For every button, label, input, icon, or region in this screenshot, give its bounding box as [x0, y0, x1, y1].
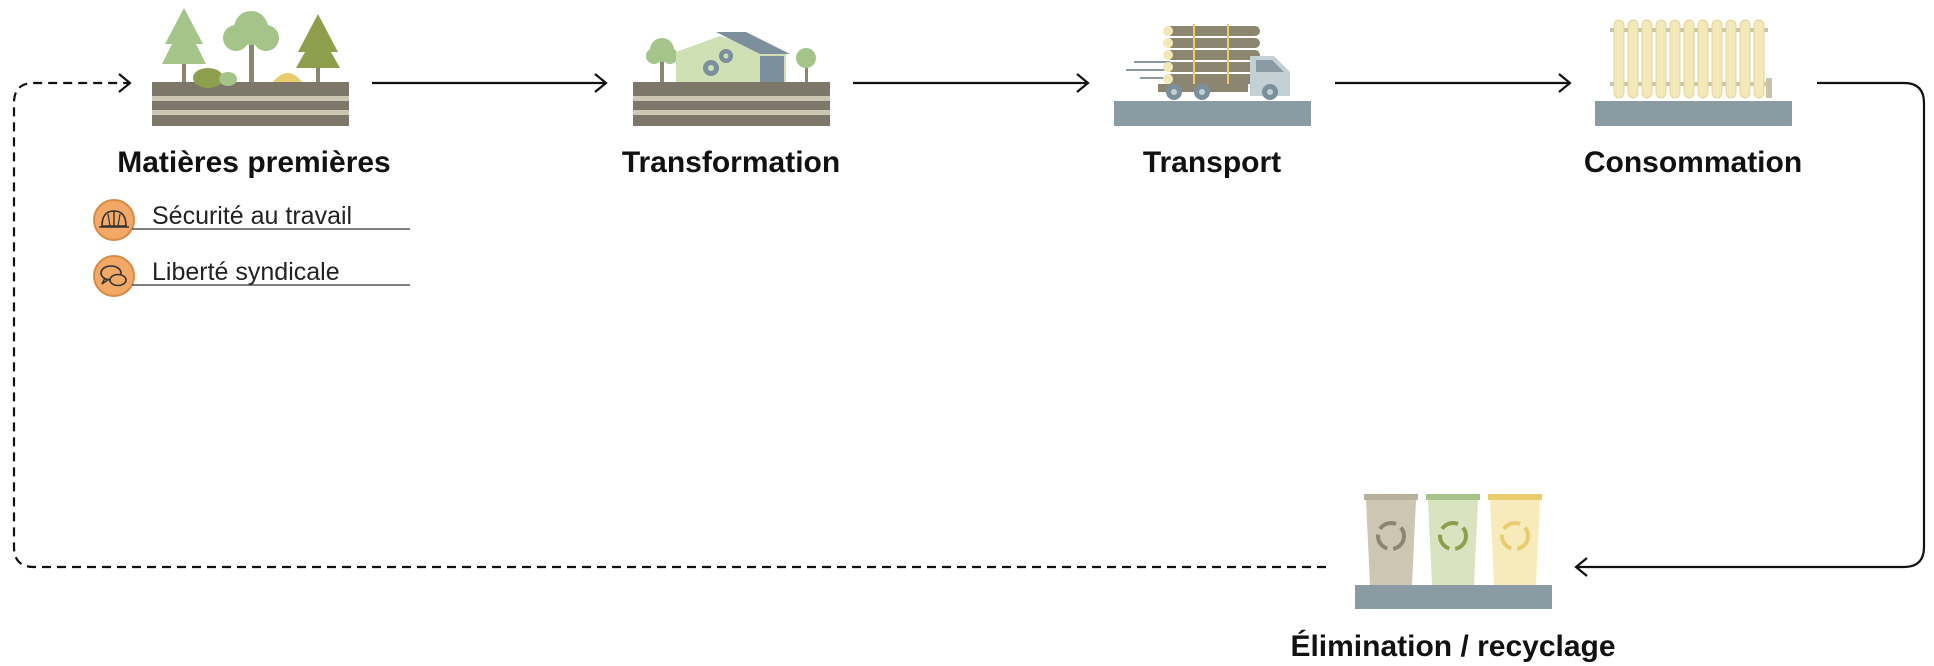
dashed-return-arrow [12, 73, 1326, 569]
stage-title-disposal: Élimination / recyclage [1290, 630, 1616, 663]
issue-label-union: Liberté syndicale [152, 258, 340, 286]
speech-bubbles-icon [93, 255, 135, 297]
hard-hat-icon [93, 199, 135, 241]
arrow-consumption-to-disposal [1574, 81, 1926, 577]
issue-label-safety: Sécurité au travail [152, 202, 353, 230]
radiator-icon [1595, 19, 1792, 126]
log-truck-icon [1114, 24, 1311, 126]
flow-arrows [12, 73, 1926, 577]
stage-title-transport: Transport [1142, 146, 1282, 179]
stage-title-transform: Transformation [621, 146, 841, 179]
stage-title-consumption: Consommation [1583, 146, 1803, 179]
factory-icon [633, 32, 830, 126]
issue-item-union: Liberté syndicale [92, 254, 410, 298]
recycling-bins-icon [1355, 494, 1552, 609]
issue-item-safety: Sécurité au travail [92, 198, 410, 242]
stage-title-raw: Matières premières [117, 146, 391, 179]
issue-underline [132, 284, 410, 286]
issue-underline [132, 228, 410, 230]
forest-icon [152, 8, 349, 126]
